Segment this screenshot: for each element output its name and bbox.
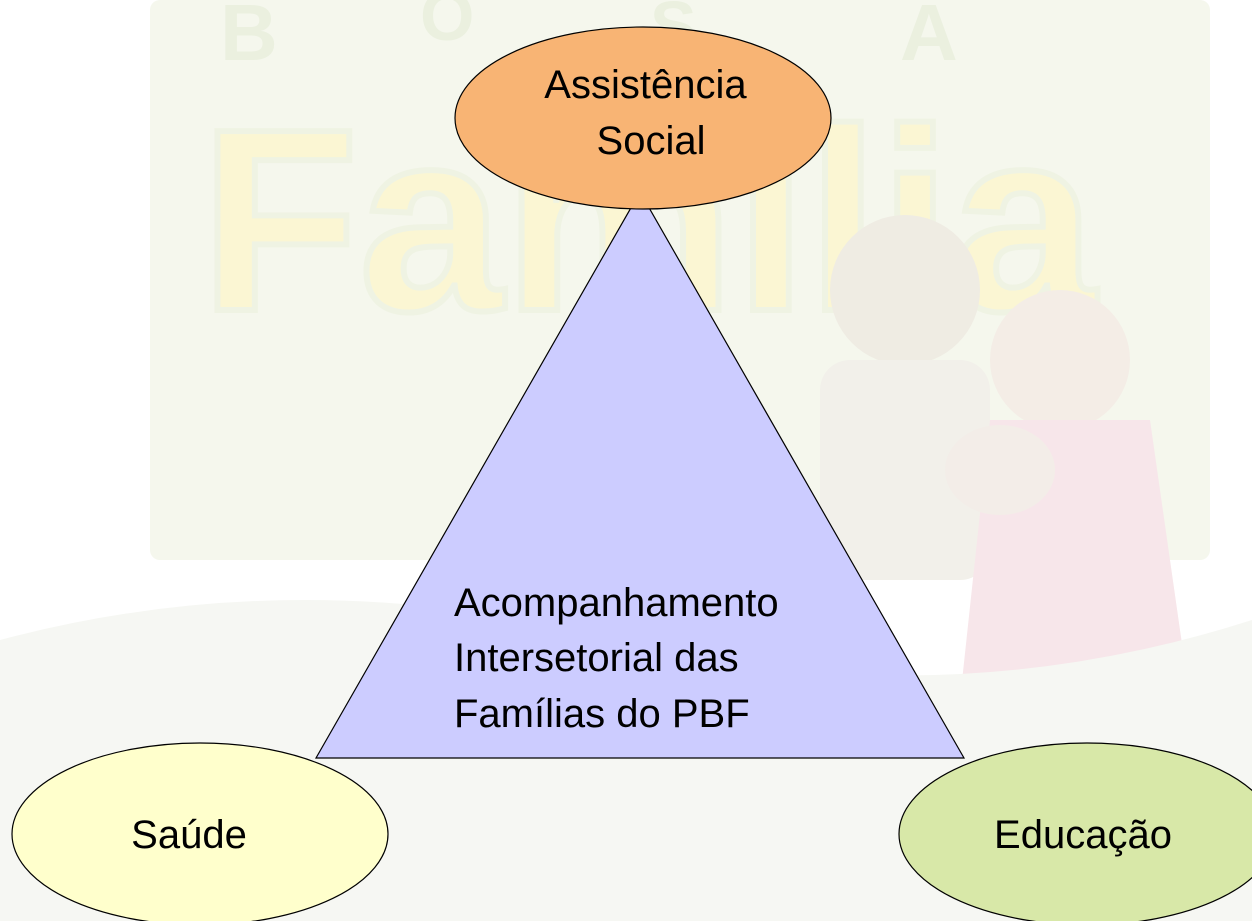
center-label-line-1: Acompanhamento	[454, 581, 779, 625]
bg-figure-head-2	[990, 290, 1130, 430]
node-top-line-1: Assistência	[544, 63, 747, 107]
bg-figure-baby	[945, 425, 1055, 515]
node-top-line-2: Social	[597, 119, 706, 163]
center-label-line-3: Famílias do PBF	[454, 692, 750, 736]
node-saude-label: Saúde	[131, 813, 247, 857]
bg-figure-body	[820, 360, 990, 580]
center-label: Acompanhamento Intersetorial das Família…	[454, 581, 790, 736]
node-educacao	[898, 742, 1252, 921]
bg-letter-o: O	[420, 0, 474, 55]
bg-figure-head	[830, 215, 980, 365]
node-educacao-label: Educação	[994, 813, 1172, 857]
node-assistencia-social	[454, 26, 832, 210]
node-saude	[11, 742, 389, 921]
center-triangle	[314, 190, 966, 759]
bg-letter-a: A	[900, 0, 958, 77]
center-label-line-2: Intersetorial das	[454, 636, 739, 680]
bg-letter-b: B	[220, 0, 278, 77]
node-assistencia-social-label: Assistência Social	[544, 63, 757, 163]
